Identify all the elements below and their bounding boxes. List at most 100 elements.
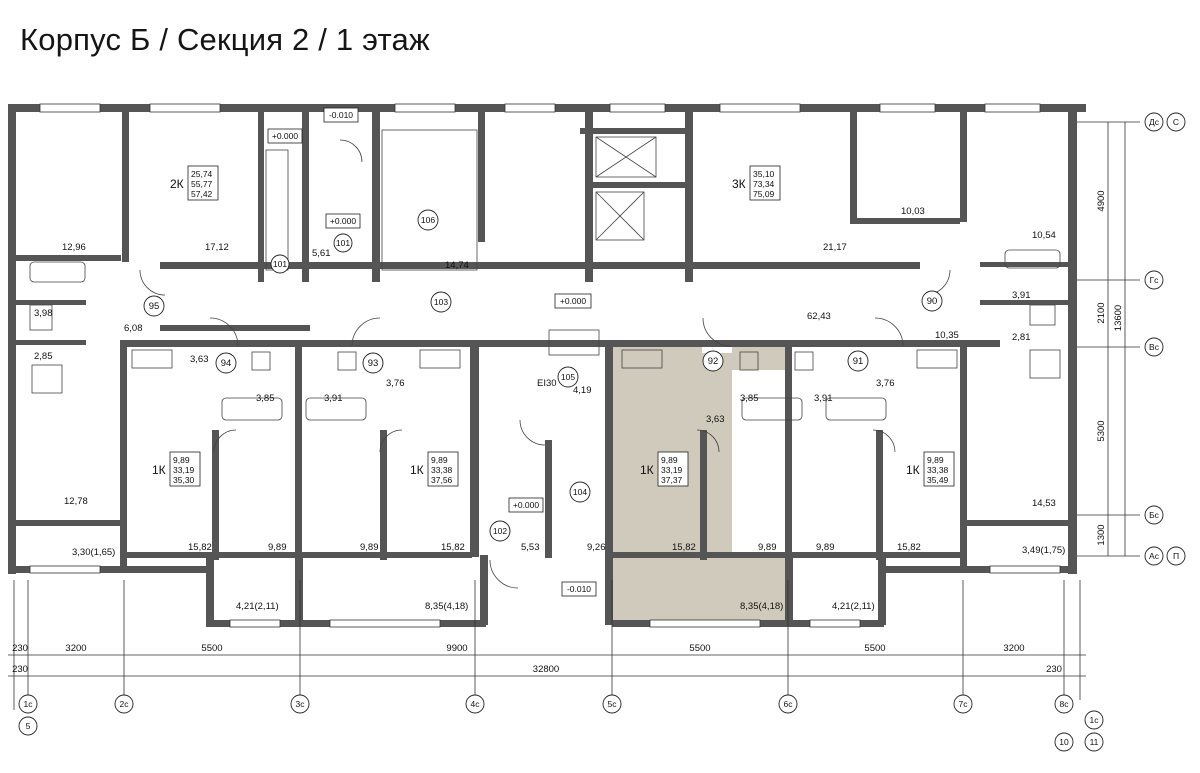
room-area: 12,78 xyxy=(64,496,88,507)
apt-area: 25,74 xyxy=(191,169,213,179)
level-mark: -0.010 xyxy=(567,584,591,594)
room-area: 2,85 xyxy=(34,351,53,362)
room-number: 101 xyxy=(336,238,350,248)
apt-type-3k: 3К xyxy=(732,177,746,191)
apt-area: 55,77 xyxy=(191,179,213,189)
axis-label: 3с xyxy=(296,699,306,709)
room-number-markers xyxy=(143,209,943,542)
room-area: 4,19 xyxy=(573,385,592,396)
axis-markers xyxy=(18,112,1186,752)
apartment-numbers: 94 93 92 91 xyxy=(221,356,864,369)
apt-number-93: 93 xyxy=(368,358,379,369)
dim: 3200 xyxy=(1003,643,1024,654)
room-area: 8,35(4,18) xyxy=(740,601,783,612)
room-area: 3,85 xyxy=(256,393,275,404)
room-number: 90 xyxy=(927,296,938,307)
vertical-dimensions: 4900 2100 5300 1300 13600 xyxy=(1096,190,1124,545)
room-area: 5,53 xyxy=(521,542,540,553)
room-area: 6,08 xyxy=(124,323,143,334)
room-number: 102 xyxy=(493,526,507,536)
apt-number-91: 91 xyxy=(853,356,864,367)
room-area: 9,89 xyxy=(268,542,287,553)
dim: 2100 xyxy=(1096,302,1107,323)
dim: 230 xyxy=(1046,664,1062,675)
room-number: 105 xyxy=(561,372,575,382)
axis-label: 6с xyxy=(784,699,794,709)
dim: 4900 xyxy=(1096,190,1107,211)
dimension-lines xyxy=(8,121,1140,710)
dim: 230 xyxy=(12,664,28,675)
room-number: 103 xyxy=(434,297,448,307)
apartment-type-labels: 2К 3К 1К 1К 1К 1К xyxy=(152,177,920,477)
dim: 5500 xyxy=(864,643,885,654)
room-area: 10,03 xyxy=(901,206,925,217)
room-area: 3,49(1,75) xyxy=(1022,545,1065,556)
axis-label: 8с xyxy=(1060,699,1070,709)
apartment-area-values: 25,74 55,77 57,42 35,10 73,34 75,09 9,89… xyxy=(173,169,949,485)
room-area: 3,91 xyxy=(1012,290,1031,301)
axis-label: 4с xyxy=(471,699,481,709)
axis-label: П xyxy=(1173,551,1179,561)
room-area: 3,63 xyxy=(190,354,209,365)
room-area: 3,63 xyxy=(706,414,725,425)
apt-area: 73,34 xyxy=(753,179,775,189)
apt-area: 37,37 xyxy=(661,475,683,485)
axis-label: 7с xyxy=(959,699,969,709)
room-area: 4,21(2,11) xyxy=(236,601,279,612)
apt-number-94: 94 xyxy=(221,358,232,369)
room-area: 9,89 xyxy=(758,542,777,553)
axis-label: 10 xyxy=(1059,737,1069,747)
apartment-area-boxes xyxy=(169,165,955,487)
axis-label: С xyxy=(1173,117,1179,127)
level-mark: +0.000 xyxy=(560,296,587,306)
room-area: 10,35 xyxy=(935,330,959,341)
level-mark: +0.000 xyxy=(513,500,540,510)
axis-labels: 1с 2с 3с 4с 5с 6с 7с 8с 1с 5 10 11 Дс С … xyxy=(24,117,1180,747)
axis-label: Ас xyxy=(1149,551,1160,561)
room-area: 3,30(1,65) xyxy=(72,547,115,558)
axis-label: Гс xyxy=(1150,275,1160,285)
apt-area: 35,10 xyxy=(753,169,775,179)
apt-area: 57,42 xyxy=(191,189,213,199)
room-area: 5,61 xyxy=(312,248,331,259)
page-title: Корпус Б / Секция 2 / 1 этаж xyxy=(20,22,430,57)
room-area: 3,98 xyxy=(34,308,53,319)
level-mark: -0.010 xyxy=(329,110,353,120)
axis-label: 11 xyxy=(1090,737,1099,747)
apt-area: 9,89 xyxy=(661,455,678,465)
room-area: 9,89 xyxy=(816,542,835,553)
apt-area: 9,89 xyxy=(173,455,190,465)
apt-area: 37,56 xyxy=(431,475,453,485)
room-area: 3,85 xyxy=(740,393,759,404)
room-area: 3,91 xyxy=(814,393,833,404)
dim: 3200 xyxy=(65,643,86,654)
level-mark: +0.000 xyxy=(272,131,299,141)
room-area: 14,74 xyxy=(445,260,469,271)
room-area: 9,26 xyxy=(587,542,606,553)
axis-label: 2с xyxy=(120,699,130,709)
room-number: 101 xyxy=(273,259,287,269)
windows xyxy=(29,103,1061,628)
apt-area: 9,89 xyxy=(431,455,448,465)
room-number: 95 xyxy=(149,301,160,312)
horizontal-dimensions: 3200 5500 9900 5500 5500 3200 32800 230 … xyxy=(12,643,1062,675)
room-area: 3,76 xyxy=(386,378,405,389)
room-numbers: 95 90 101 101 106 103 105 104 102 xyxy=(149,215,938,536)
room-area: 3,91 xyxy=(324,393,343,404)
room-number: 106 xyxy=(421,215,435,225)
room-area: 15,82 xyxy=(897,542,921,553)
dim: 1300 xyxy=(1096,524,1107,545)
room-area: 14,53 xyxy=(1032,498,1056,509)
axis-label: Дс xyxy=(1149,117,1160,127)
room-area: 10,54 xyxy=(1032,230,1056,241)
room-area: 8,35(4,18) xyxy=(425,601,468,612)
axis-label: 5с xyxy=(608,699,618,709)
room-area: 4,21(2,11) xyxy=(832,601,875,612)
apt-type-92: 1К xyxy=(640,463,654,477)
room-area: 12,96 xyxy=(62,242,86,253)
apt-type-94: 1К xyxy=(152,463,166,477)
room-area: 3,76 xyxy=(876,378,895,389)
dim: 9900 xyxy=(446,643,467,654)
dim: 5500 xyxy=(201,643,222,654)
apt-area: 75,09 xyxy=(753,189,775,199)
